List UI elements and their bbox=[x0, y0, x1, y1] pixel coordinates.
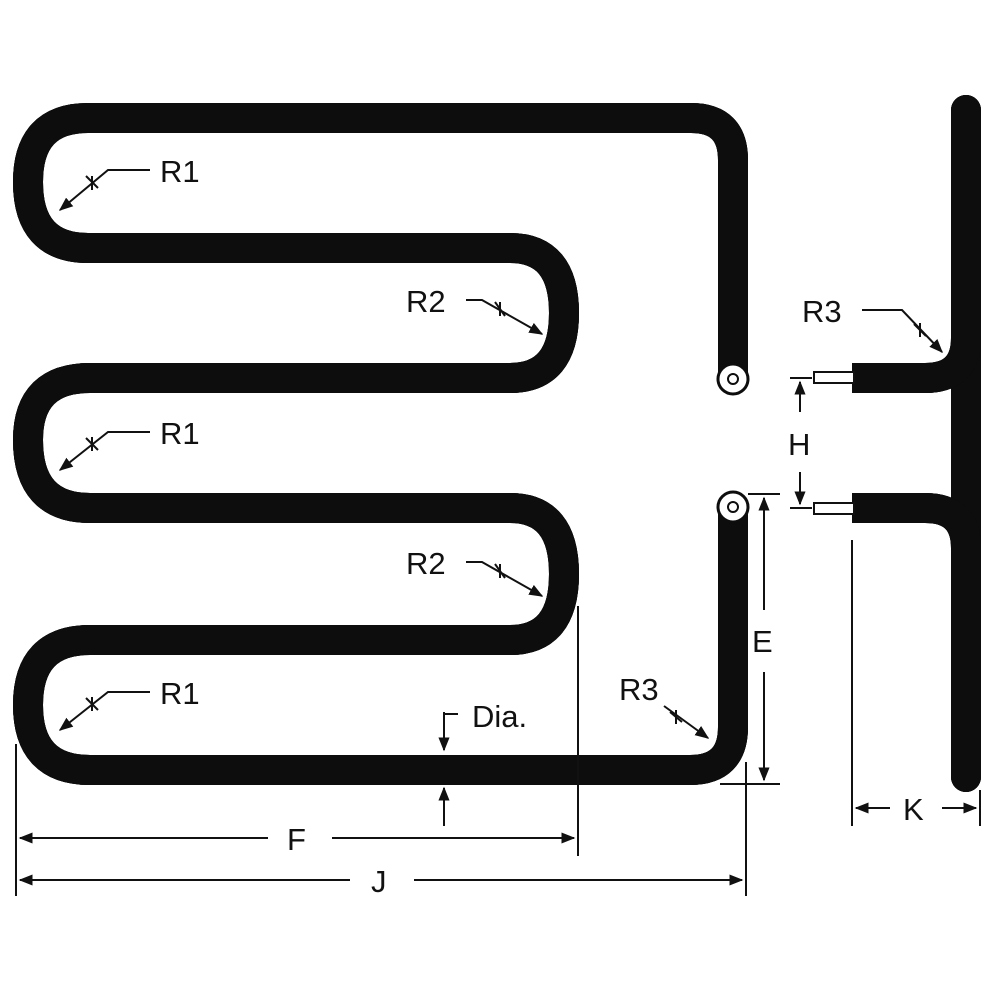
r2-top-label: R2 bbox=[406, 284, 446, 319]
r2-bot-callout: R2 bbox=[406, 546, 544, 597]
r1-bot-label: R1 bbox=[160, 676, 200, 711]
h-label: H bbox=[788, 427, 810, 462]
r2-top-callout: R2 bbox=[406, 284, 544, 335]
e-label: E bbox=[752, 624, 773, 659]
j-label: J bbox=[371, 864, 387, 899]
k-label: K bbox=[903, 792, 924, 827]
r3-left-callout: R3 bbox=[619, 672, 710, 739]
r1-mid-label: R1 bbox=[160, 416, 200, 451]
r1-bot-callout: R1 bbox=[58, 676, 200, 731]
r2-bot-label: R2 bbox=[406, 546, 446, 581]
dia-label: Dia. bbox=[472, 699, 527, 734]
r3-right-label: R3 bbox=[802, 294, 842, 329]
terminal-pin-bottom bbox=[813, 502, 855, 515]
r1-mid-callout: R1 bbox=[58, 416, 200, 471]
r1-top-callout: R1 bbox=[58, 154, 200, 211]
terminal-pin-top bbox=[813, 371, 855, 384]
tube-end-top bbox=[716, 362, 750, 396]
j-dimension: J bbox=[18, 762, 747, 899]
k-dimension: K bbox=[851, 540, 981, 827]
e-dimension: E bbox=[720, 493, 780, 785]
r3-left-label: R3 bbox=[619, 672, 659, 707]
r1-top-label: R1 bbox=[160, 154, 200, 189]
dia-dimension: Dia. bbox=[438, 699, 527, 826]
f-label: F bbox=[287, 822, 306, 857]
f-dimension: F bbox=[15, 606, 579, 896]
serpentine-tube bbox=[13, 103, 748, 785]
h-dimension: H bbox=[788, 377, 812, 509]
side-view bbox=[813, 95, 981, 792]
r3-right-callout: R3 bbox=[802, 294, 943, 354]
tube-end-bottom bbox=[716, 490, 750, 524]
